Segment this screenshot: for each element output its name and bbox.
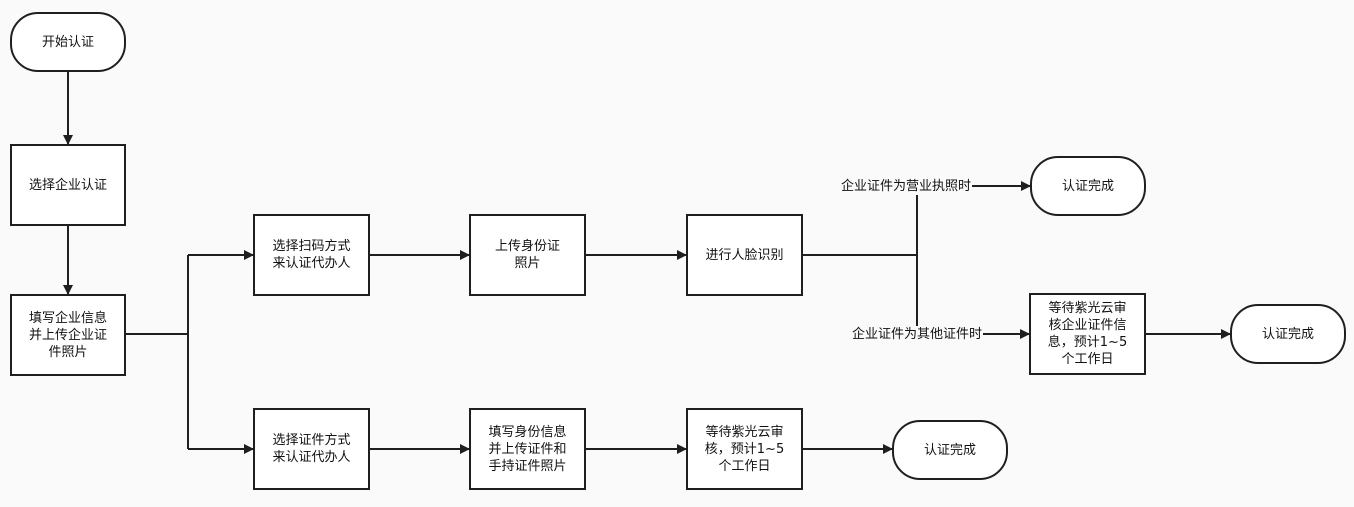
select-enterprise-step: 选择企业认证 [10,144,126,226]
face-recognition-step: 进行人脸识别 [686,214,803,296]
done-license-terminal: 认证完成 [1030,156,1146,216]
fill-enterprise-step: 填写企业信息 并上传企业证 件照片 [10,294,126,376]
wait-review-other-step: 等待紫光云审 核企业证件信 息，预计1~5 个工作日 [1029,293,1146,375]
license-condition-label: 企业证件为营业执照时 [840,178,973,195]
upload-id-step: 上传身份证 照片 [469,214,586,296]
done-cert-terminal: 认证完成 [892,420,1008,480]
scan-agent-step: 选择扫码方式 来认证代办人 [253,214,370,296]
other-cert-condition-label: 企业证件为其他证件时 [851,326,984,343]
cert-agent-step: 选择证件方式 来认证代办人 [253,408,370,490]
start-terminal: 开始认证 [10,12,126,72]
wait-review-cert-step: 等待紫光云审 核，预计1~5 个工作日 [686,408,803,490]
done-other-terminal: 认证完成 [1230,304,1346,364]
fill-identity-step: 填写身份信息 并上传证件和 手持证件照片 [469,408,586,490]
